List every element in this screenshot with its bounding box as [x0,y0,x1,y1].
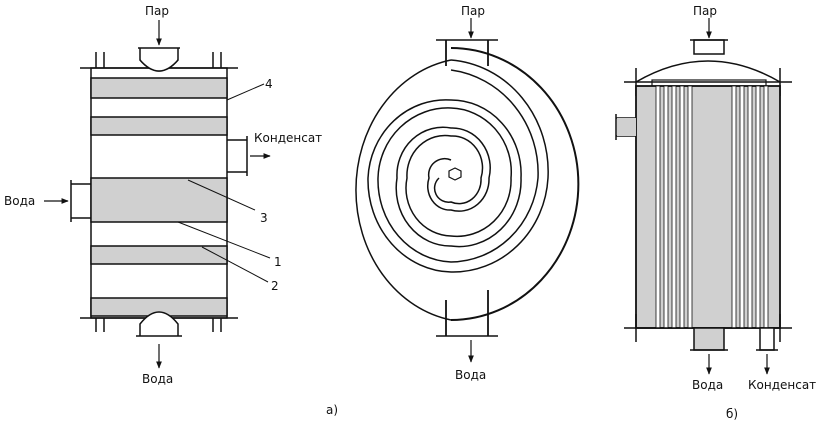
label-num-1: 1 [274,255,282,269]
water-nozzle-bottom [136,311,182,337]
steam-nozzle-right [693,39,725,55]
label-condensate-right: Конденсат [748,378,816,392]
label-water-in-left: Вода [4,194,35,208]
section-heater [70,47,271,337]
label-num-3: 3 [260,211,268,225]
band-top [90,77,228,99]
shell-tube-heater [615,39,792,351]
spiral-outer-wall [450,47,580,321]
band-center [90,177,228,223]
label-condensate-left: Конденсат [254,131,322,145]
band-second [90,116,228,136]
spiral-exchanger [355,39,580,337]
caption-a: а) [326,403,338,417]
band-lower [90,245,228,265]
spiral-channel-2 [377,69,539,263]
heater-dome [635,60,781,83]
label-water-right: Вода [692,378,723,392]
label-steam-left: Пар [145,4,169,18]
label-steam-right: Пар [693,4,717,18]
spiral-center [448,167,462,181]
label-num-4: 4 [265,77,273,91]
condensate-nozzle-right [759,327,775,351]
label-water-out-left: Вода [142,372,173,386]
label-steam-middle: Пар [461,4,485,18]
water-nozzle-right [693,327,725,351]
label-water-middle: Вода [455,368,486,382]
caption-b: б) [726,407,738,421]
spiral-channel-1 [367,59,549,273]
label-num-2: 2 [271,279,279,293]
